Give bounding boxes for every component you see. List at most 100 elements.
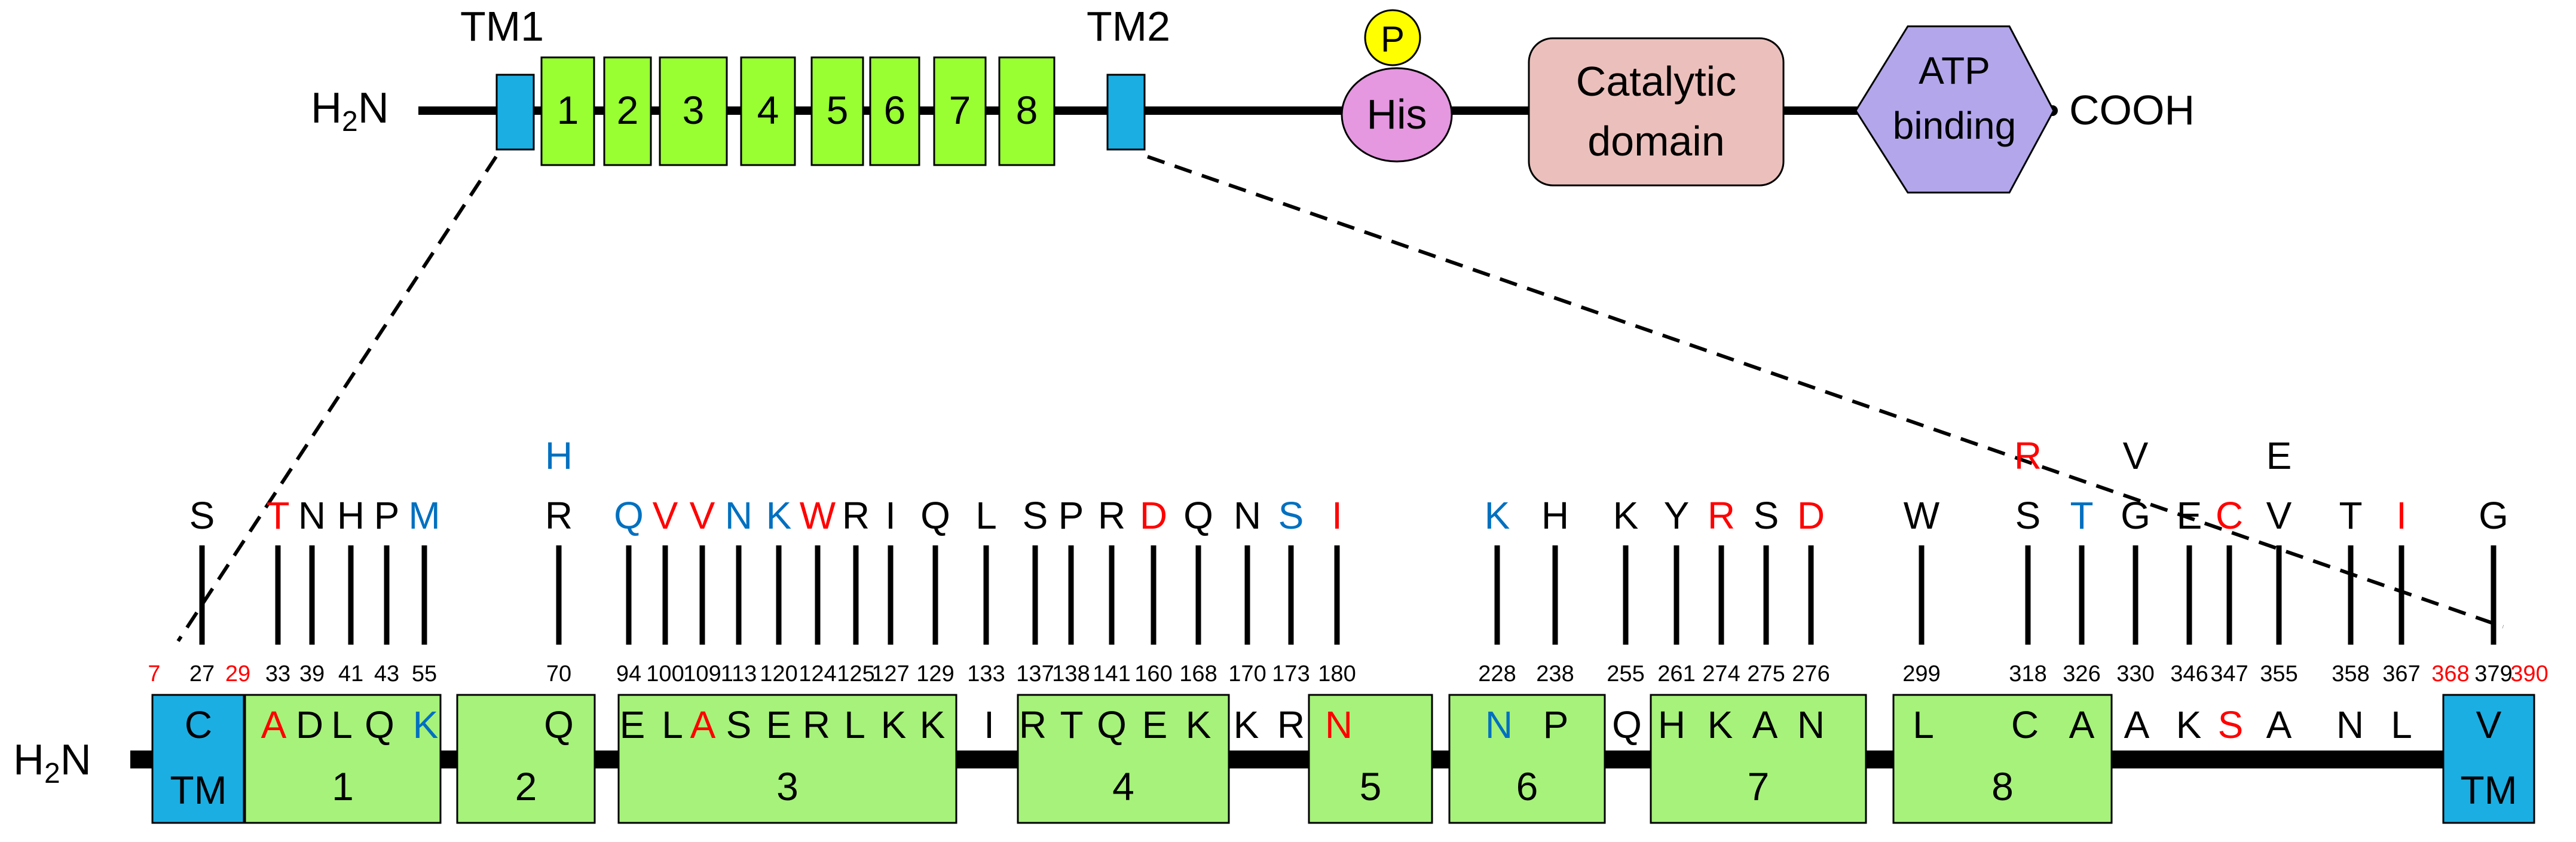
variant-residue: H xyxy=(337,494,365,537)
variant-residue: V xyxy=(653,494,678,537)
linker-residue: R xyxy=(1277,703,1305,746)
boundary-position: 390 xyxy=(2510,661,2548,687)
variant-position: 326 xyxy=(2063,661,2100,687)
segment-residue: Q xyxy=(544,703,574,746)
segment-residue: N xyxy=(1485,703,1513,746)
segment-residue: H xyxy=(1658,703,1685,746)
overview-repeat-label: 5 xyxy=(827,88,849,132)
segment-residue: K xyxy=(920,703,946,746)
variant-position: 141 xyxy=(1093,661,1130,687)
variant-position: 33 xyxy=(265,661,290,687)
variant-residue-alt: V xyxy=(2123,434,2149,477)
variant-position: 125 xyxy=(837,661,874,687)
overview-repeat-label: 4 xyxy=(757,88,779,132)
variant-position: 170 xyxy=(1228,661,1266,687)
phosphorylation-icon xyxy=(1364,9,1421,66)
detail-repeat-1 xyxy=(244,694,442,824)
variant-residue: P xyxy=(374,494,400,537)
overview-repeat-label: 7 xyxy=(949,88,971,132)
overview-repeat-label: 3 xyxy=(683,88,705,132)
segment-residue: R xyxy=(1019,703,1047,746)
overview-tm1-label: TM1 xyxy=(460,3,544,50)
catalytic-label-line2: domain xyxy=(1587,118,1725,164)
segment-residue: K xyxy=(881,703,907,746)
variant-position: 355 xyxy=(2260,661,2297,687)
detail-repeat-label: 3 xyxy=(776,764,799,809)
segment-residue: K xyxy=(413,703,439,746)
overview-repeat-label: 2 xyxy=(617,88,639,132)
detail-tm-left-residue: C xyxy=(185,703,212,746)
detail-repeat-label: 4 xyxy=(1112,764,1134,809)
zoom-connector-left xyxy=(176,155,498,642)
variant-residue: M xyxy=(408,494,440,537)
variant-position: 70 xyxy=(546,661,571,687)
variant-position: 168 xyxy=(1179,661,1217,687)
segment-residue: R xyxy=(803,703,830,746)
variant-residue: E xyxy=(2177,494,2202,537)
variant-residue: Y xyxy=(1664,494,1690,537)
variant-position: 274 xyxy=(1702,661,1740,687)
variant-residue: C xyxy=(2216,494,2243,537)
variant-residue: N xyxy=(298,494,326,537)
segment-residue: A xyxy=(690,703,716,746)
detail-variant-sites: 27S33T39N41H43P55M70RH94Q100V109V113N120… xyxy=(189,434,2513,687)
variant-position: 379 xyxy=(2474,661,2512,687)
linker-residue: K xyxy=(2176,703,2202,746)
variant-position: 318 xyxy=(2009,661,2046,687)
segment-residue: E xyxy=(620,703,645,746)
variant-position: 238 xyxy=(1536,661,1574,687)
segment-residue: L xyxy=(662,703,683,746)
detail-tm-right xyxy=(2442,694,2535,824)
variant-position: 330 xyxy=(2116,661,2154,687)
variant-position: 261 xyxy=(1657,661,1695,687)
variant-residue: S xyxy=(2015,494,2041,537)
overview-repeat-label: 8 xyxy=(1016,88,1038,132)
variant-residue-alt: E xyxy=(2266,434,2292,477)
variant-position: 129 xyxy=(916,661,954,687)
detail-repeat-5 xyxy=(1308,694,1433,824)
overview-tm2-box xyxy=(1106,74,1146,151)
variant-position: 347 xyxy=(2210,661,2248,687)
segment-residue: Q xyxy=(1097,703,1127,746)
variant-residue: T xyxy=(2070,494,2093,537)
detail-repeat-7 xyxy=(1650,694,1867,824)
overview-repeat-label: 6 xyxy=(884,88,906,132)
segment-residue: L xyxy=(1913,703,1934,746)
catalytic-domain xyxy=(1528,37,1785,187)
variant-residue: S xyxy=(1278,494,1304,537)
variant-residue: I xyxy=(885,494,896,537)
segment-residue: K xyxy=(1186,703,1211,746)
variant-position: 367 xyxy=(2382,661,2420,687)
variant-position: 255 xyxy=(1607,661,1644,687)
segment-residue: A xyxy=(2069,703,2095,746)
variant-residue: I xyxy=(2396,494,2407,537)
detail-tm-right-label: TM xyxy=(2460,768,2517,812)
linker-residue: S xyxy=(2218,703,2244,746)
detail-repeat-label: 2 xyxy=(515,764,537,809)
variant-residue-alt: R xyxy=(2014,434,2042,477)
variant-residue: T xyxy=(2339,494,2362,537)
linker-residue: A xyxy=(2266,703,2292,746)
variant-position: 137 xyxy=(1016,661,1054,687)
segment-residue: S xyxy=(726,703,752,746)
detail-n-terminus: H2N xyxy=(13,736,91,789)
variant-position: 228 xyxy=(1478,661,1516,687)
detail-tm-left-label: TM xyxy=(170,768,227,812)
linker-residue: N xyxy=(2336,703,2364,746)
variant-residue: K xyxy=(1613,494,1639,537)
boundary-position: 368 xyxy=(2431,661,2469,687)
detail-repeat-label: 6 xyxy=(1516,764,1538,809)
variant-residue: V xyxy=(690,494,715,537)
segment-residue: N xyxy=(1325,703,1353,746)
variant-position: 43 xyxy=(374,661,399,687)
segment-residue: A xyxy=(1752,703,1778,746)
variant-position: 173 xyxy=(1272,661,1310,687)
detail-tm-right-residue: V xyxy=(2476,703,2502,746)
variant-position: 299 xyxy=(1902,661,1940,687)
variant-residue: K xyxy=(1485,494,1510,537)
variant-position: 120 xyxy=(760,661,797,687)
